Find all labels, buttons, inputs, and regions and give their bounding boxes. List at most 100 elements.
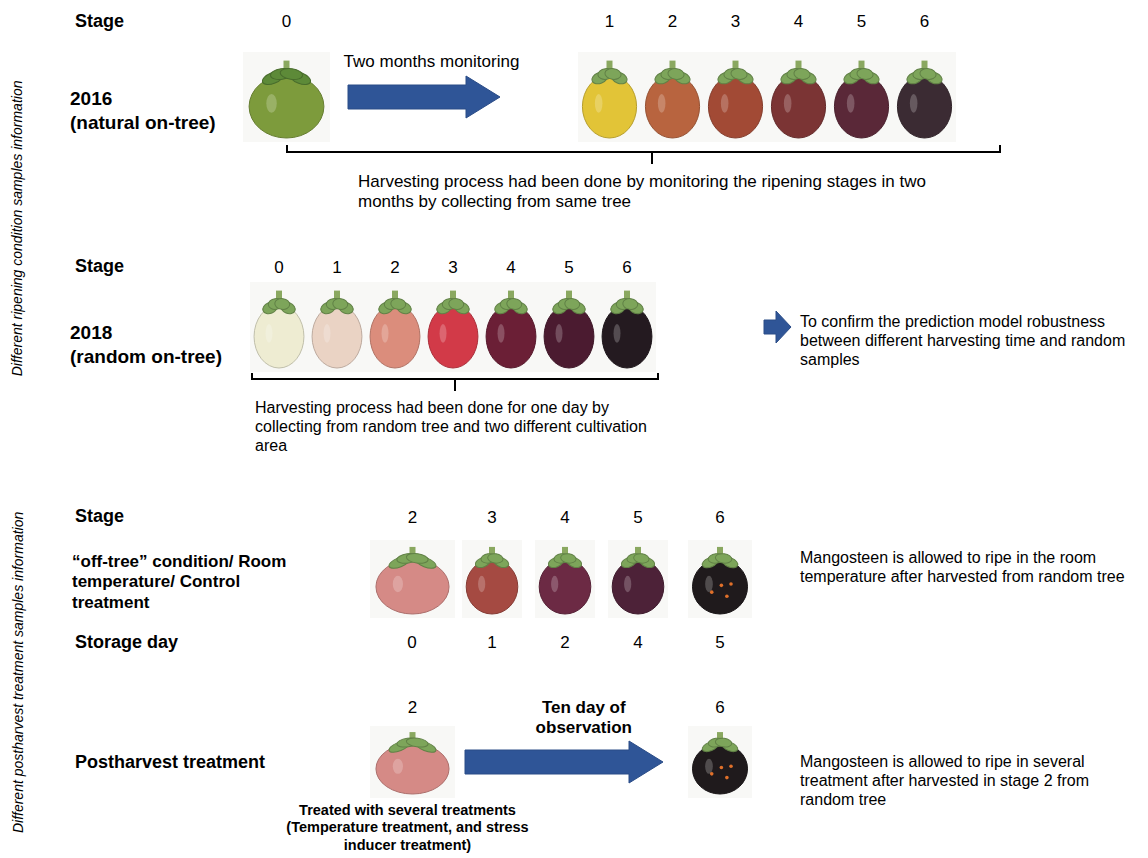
- storage-day: 5: [700, 633, 740, 653]
- fruit-drawing: [767, 52, 830, 142]
- fruit-photo: 3: [704, 52, 767, 142]
- photo-ground: [893, 52, 956, 142]
- fruit-highlight: [614, 324, 621, 343]
- fruit-photo: 2: [641, 52, 704, 142]
- calyx-leaf: [406, 552, 429, 564]
- fruit-drawing: [608, 540, 668, 618]
- storage-day: 1: [472, 633, 512, 653]
- calyx-leaf: [564, 298, 580, 311]
- fruit-drawing: [598, 282, 656, 372]
- calyx-leaf: [793, 68, 811, 81]
- photo-ground: [308, 282, 366, 372]
- fruit-highlight: [266, 94, 276, 113]
- fruit-spot: [729, 764, 733, 768]
- calyx-leaf: [919, 68, 937, 81]
- stage-number: 0: [231, 12, 342, 32]
- stage-number: 5: [818, 12, 905, 32]
- photo-ground: [641, 52, 704, 142]
- fruit-photo: 5: [540, 282, 598, 372]
- row-title: 2016: [70, 88, 112, 111]
- fruit-body: [645, 75, 699, 138]
- fruit-spot: [720, 766, 724, 770]
- fruit-photo: 6: [598, 282, 656, 372]
- fruit-drawing: [688, 540, 752, 618]
- fruit-drawing: [830, 52, 893, 142]
- fruit-body: [544, 305, 594, 368]
- calyx-leaf: [506, 298, 522, 311]
- storage-day: 0: [392, 633, 432, 653]
- note-text: Mangosteen is allowed to ripe in several…: [800, 752, 1138, 810]
- photo-ground: [688, 540, 752, 618]
- fruit-highlight: [478, 576, 485, 592]
- block-arrow: [465, 741, 663, 783]
- fruit-body: [254, 305, 304, 368]
- fruit-highlight: [556, 324, 563, 343]
- row-heading: Stage: [75, 256, 124, 278]
- fruit-highlight: [324, 324, 331, 343]
- calyx-leaf: [633, 553, 650, 564]
- fruit-photo: 3: [462, 540, 522, 618]
- fruit-body: [466, 559, 518, 614]
- fruit-photo: 0: [243, 52, 330, 142]
- fruit-highlight: [266, 324, 273, 343]
- stage-number: 6: [881, 12, 968, 32]
- photo-ground: [830, 52, 893, 142]
- fruit-photo: 4: [535, 540, 595, 618]
- fruit-body: [312, 305, 362, 368]
- fruit-body: [692, 559, 747, 614]
- note-text: Harvesting process had been done by moni…: [358, 172, 973, 213]
- stage-number: 3: [450, 508, 534, 528]
- fruit-highlight: [595, 94, 603, 113]
- calyx-leaf: [622, 298, 638, 311]
- fruit-drawing: [250, 282, 308, 372]
- fruit-photo: 2: [366, 282, 424, 372]
- photo-ground: [704, 52, 767, 142]
- photo-ground: [688, 726, 752, 798]
- fruit-photo: 4: [482, 282, 540, 372]
- fruit-photo: 1: [308, 282, 366, 372]
- fruit-drawing: [462, 540, 522, 618]
- photo-ground: [598, 282, 656, 372]
- calyx-leaf: [274, 298, 290, 311]
- fruit-highlight: [784, 94, 792, 113]
- fruit-body: [376, 744, 449, 794]
- fruit-drawing: [704, 52, 767, 142]
- fruit-photo: 3: [424, 282, 482, 372]
- fruit-drawing: [688, 726, 752, 798]
- fruit-drawing: [370, 540, 455, 618]
- fruit-drawing: [482, 282, 540, 372]
- fruit-drawing: [893, 52, 956, 142]
- stage-number: 2: [629, 12, 716, 32]
- fruit-highlight: [382, 324, 389, 343]
- fruit-body: [539, 559, 591, 614]
- block-arrow: [348, 76, 500, 118]
- calyx-leaf: [448, 298, 464, 311]
- fruit-drawing: [308, 282, 366, 372]
- stage-number: 1: [296, 258, 378, 278]
- block-arrow: [764, 311, 791, 343]
- fruit-drawing: [540, 282, 598, 372]
- calyx-leaf: [715, 553, 733, 564]
- fruit-body: [486, 305, 536, 368]
- fruit-body: [602, 305, 652, 368]
- fruit-photo: 5: [608, 540, 668, 618]
- photo-ground: [608, 540, 668, 618]
- note-text: Mangosteen is allowed to ripe in the roo…: [800, 548, 1138, 586]
- fruit-highlight: [705, 576, 713, 592]
- fruit-body: [708, 75, 762, 138]
- row-title: (natural on-tree): [70, 112, 216, 135]
- fruit-photo: 1: [578, 52, 641, 142]
- bracket-tick: [454, 379, 456, 391]
- calyx-leaf: [280, 67, 304, 81]
- side-label: Different postharvest treatment samples …: [10, 511, 27, 832]
- fruit-photo: 6: [893, 52, 956, 142]
- fruit-highlight: [624, 576, 631, 592]
- calyx-leaf: [332, 298, 348, 311]
- treatment-note: Treated with several treatments (Tempera…: [270, 802, 545, 854]
- fruit-drawing: [366, 282, 424, 372]
- fruit-photo: 6: [688, 540, 752, 618]
- stage-number: 2: [358, 508, 467, 528]
- fruit-body: [370, 305, 420, 368]
- row-title: 2018: [70, 322, 112, 345]
- fruit-highlight: [847, 94, 855, 113]
